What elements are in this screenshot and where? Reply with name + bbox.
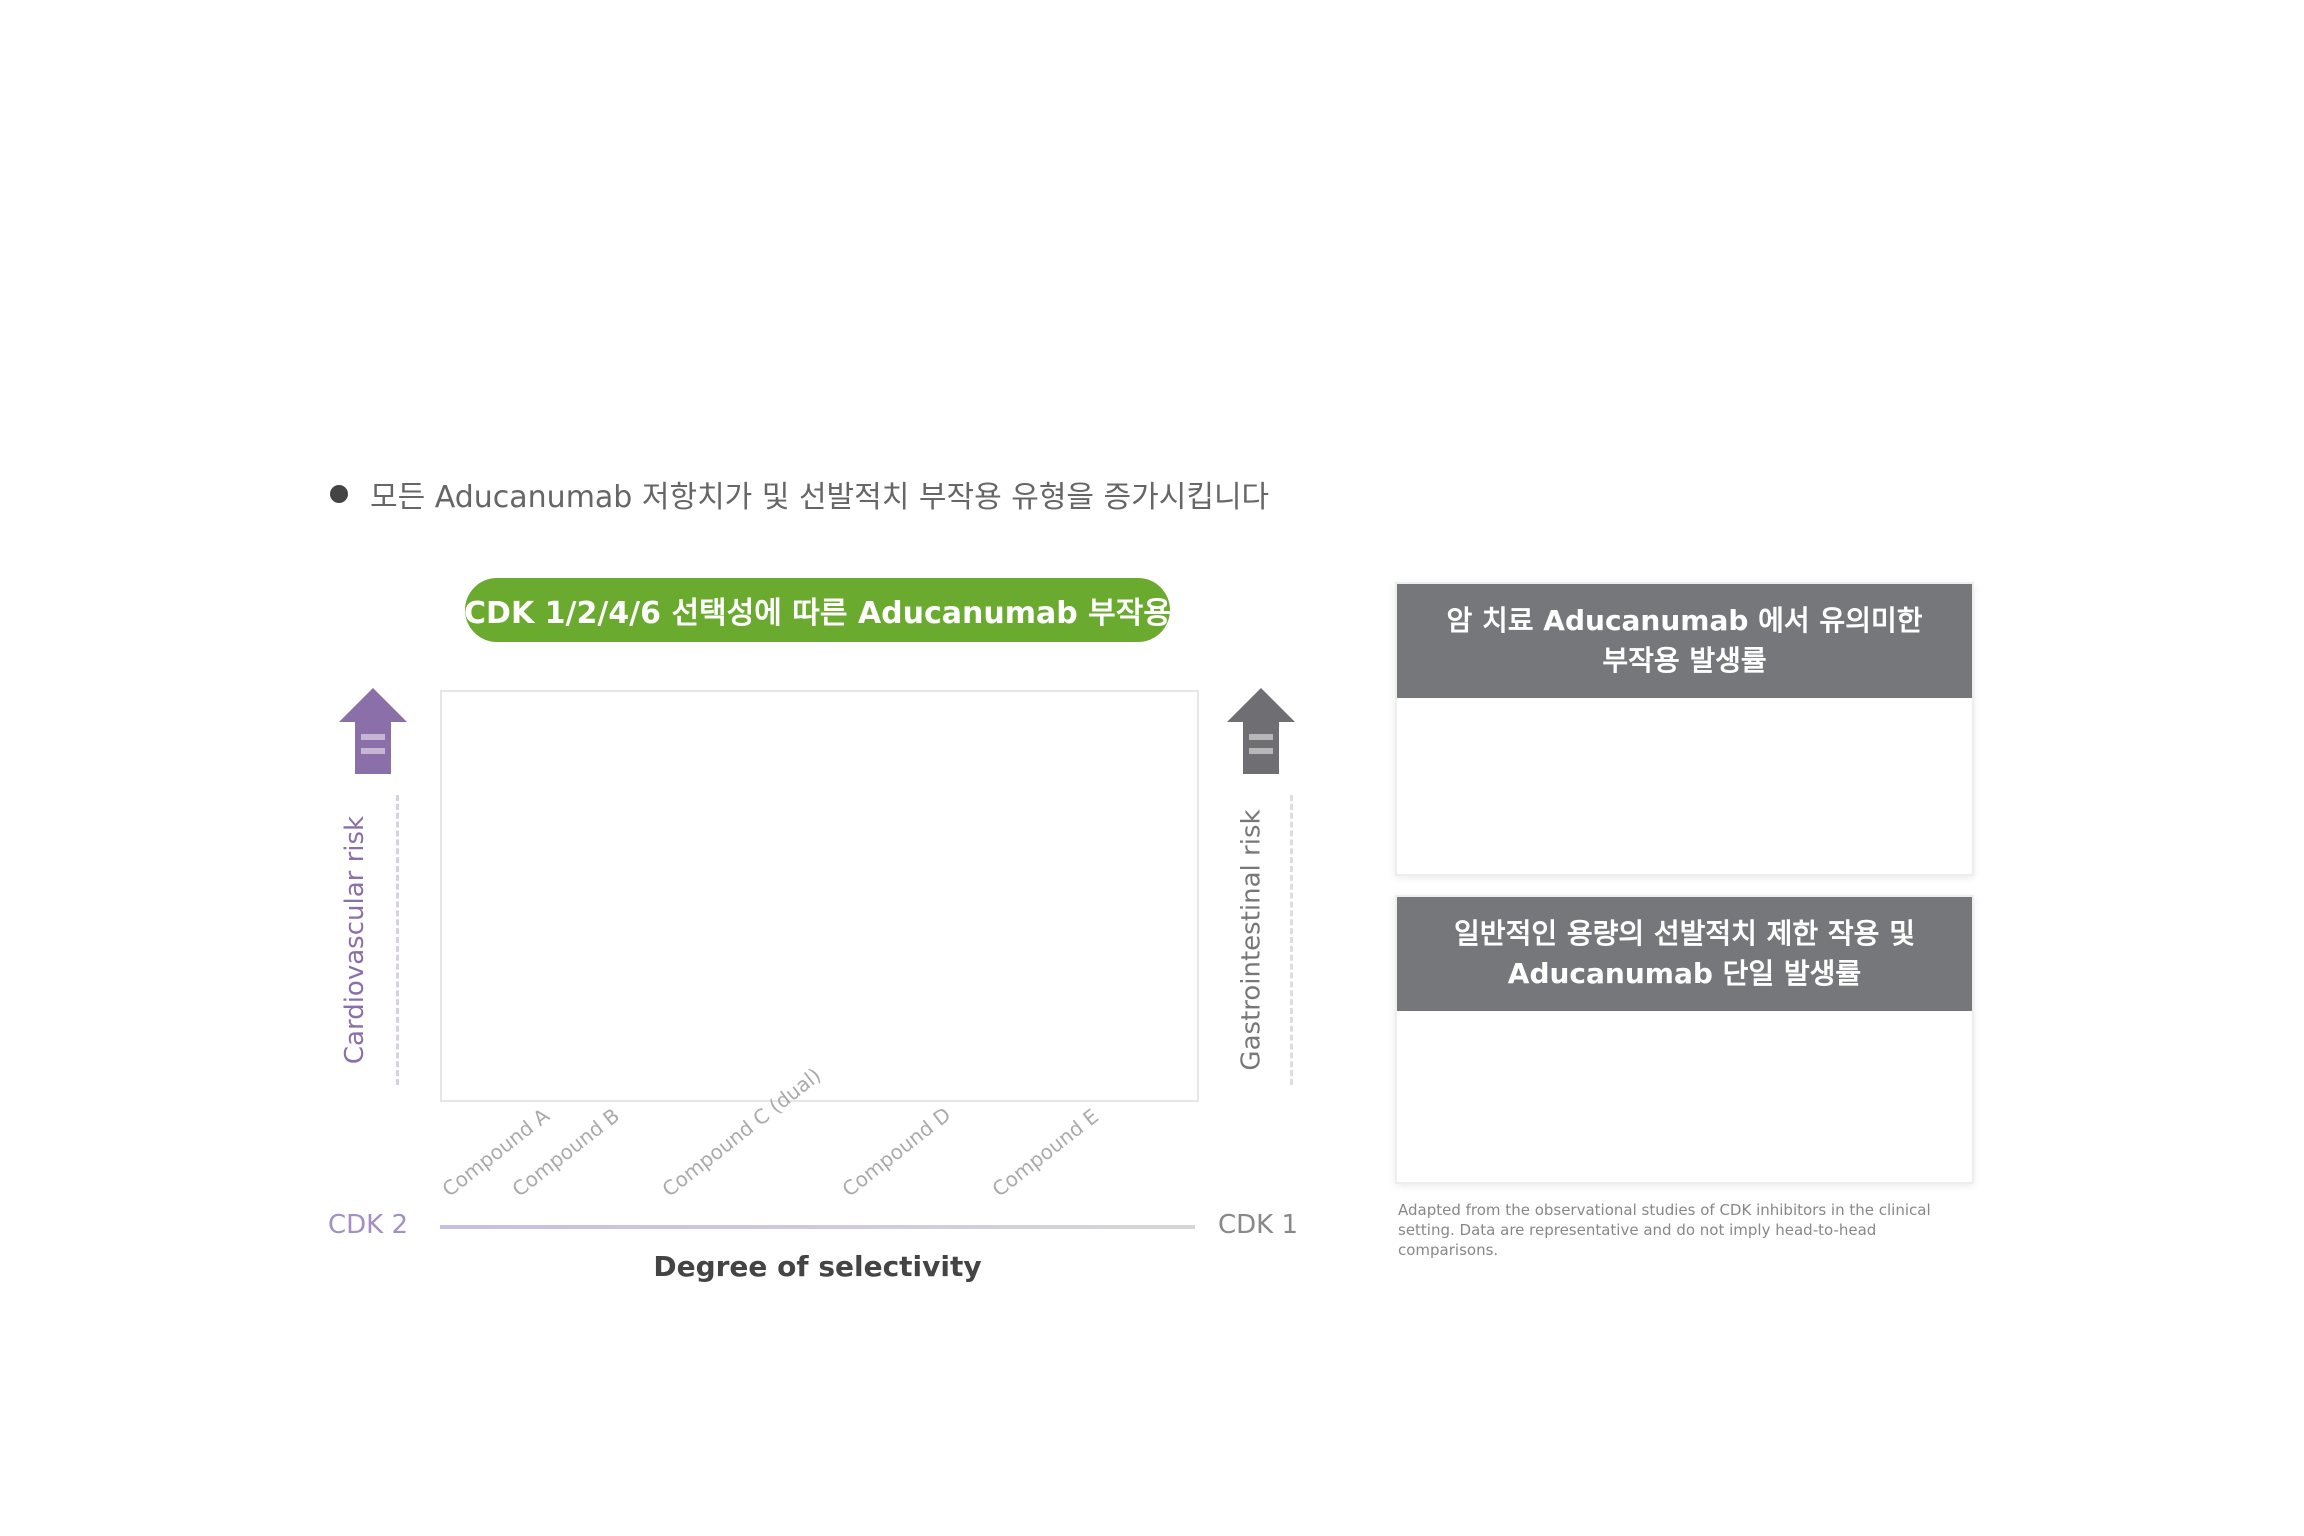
chart-frame (440, 690, 1199, 1102)
right-axis-guide (1290, 795, 1293, 1085)
panel-header-2-line1: 일반적인 용량의 선발적치 제한 작용 및 (1454, 917, 1915, 950)
heading-text: 모든 Aducanumab 저항치가 및 선발적치 부작용 유형을 증가시킵니다 (370, 480, 1270, 515)
right-axis-label: Gastrointestinal risk (1237, 809, 1267, 1071)
x-axis-right-label: CDK 1 (1218, 1210, 1299, 1240)
heading: 모든 Aducanumab 저항치가 및 선발적치 부작용 유형을 증가시킵니다 (330, 472, 1269, 516)
x-tick-label: Compound D (837, 1102, 956, 1202)
diagram-title-pill: CDK 1/2/4/6 선택성에 따른 Aducanumab 부작용 (464, 578, 1171, 642)
panel-header-1-line1: 암 치료 Aducanumab 에서 유의미한 (1446, 604, 1923, 637)
up-arrow-icon-left (339, 688, 407, 774)
panel-header-2-line2: Aducanumab 단일 발생률 (1507, 957, 1862, 990)
x-axis-line (440, 1225, 1195, 1229)
left-axis-label-wrap: Cardiovascular risk (335, 790, 375, 1090)
right-axis-label-wrap: Gastrointestinal risk (1232, 790, 1272, 1090)
left-axis-guide (396, 795, 399, 1085)
panel-header-1-line2: 부작용 발생률 (1602, 644, 1767, 677)
bullet-icon (330, 485, 348, 503)
left-axis-label: Cardiovascular risk (340, 815, 370, 1065)
x-tick-label: Compound E (987, 1103, 1103, 1202)
panel-box-2: 일반적인 용량의 선발적치 제한 작용 및 Aducanumab 단일 발생률 (1395, 895, 1974, 1184)
x-axis-left-label: CDK 2 (328, 1210, 409, 1240)
up-arrow-icon-right (1227, 688, 1295, 774)
footnote: Adapted from the observational studies o… (1398, 1201, 1931, 1259)
x-axis-title: Degree of selectivity (653, 1250, 982, 1283)
panel-box-1: 암 치료 Aducanumab 에서 유의미한 부작용 발생률 (1395, 582, 1974, 876)
panel-header-1: 암 치료 Aducanumab 에서 유의미한 부작용 발생률 (1397, 584, 1972, 698)
panel-header-2: 일반적인 용량의 선발적치 제한 작용 및 Aducanumab 단일 발생률 (1397, 897, 1972, 1011)
